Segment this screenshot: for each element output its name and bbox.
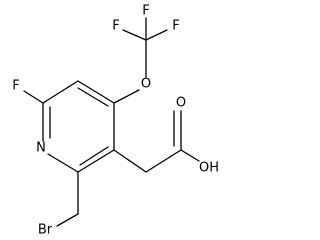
atom-carbonyl-oxygen: O xyxy=(176,96,186,111)
atom-hydroxyl: OH xyxy=(199,161,219,176)
bond-c2-c3-double xyxy=(79,146,109,166)
atom-bromine: Br xyxy=(38,223,53,238)
structure-canvas: F F F O F N O OH Br xyxy=(12,3,220,238)
atom-fluorine-cf3-left: F xyxy=(112,19,119,34)
bond-c2-c3 xyxy=(77,149,115,173)
bonds xyxy=(23,17,200,227)
bond-c4-c5-double xyxy=(77,87,109,107)
bond-c6-to-fluorine xyxy=(23,90,44,104)
atom-ring-fluorine: F xyxy=(12,79,19,94)
molecule-structure: F F F O F N O OH Br xyxy=(12,4,219,238)
bond-n-c2 xyxy=(47,153,79,173)
atom-fluorine-cf3-right: F xyxy=(172,19,179,34)
atom-ether-oxygen: O xyxy=(141,77,151,92)
bond-c3-to-ch2 xyxy=(113,149,147,173)
bond-c5-c6 xyxy=(42,80,79,104)
atom-labels: F F F O F N O OH Br xyxy=(12,4,219,238)
bond-cf3-to-f-right xyxy=(145,29,168,41)
bond-ch2-to-cooh xyxy=(145,149,182,173)
bond-c4-c5 xyxy=(77,80,115,104)
atom-fluorine-cf3-top: F xyxy=(142,4,149,19)
bond-ch2-to-br xyxy=(56,213,79,227)
bond-cf3-to-f-left xyxy=(122,29,147,41)
bond-oxygen-to-ring xyxy=(113,89,140,104)
atom-ring-nitrogen: N xyxy=(36,141,46,156)
bond-c-to-hydroxyl xyxy=(180,149,200,162)
